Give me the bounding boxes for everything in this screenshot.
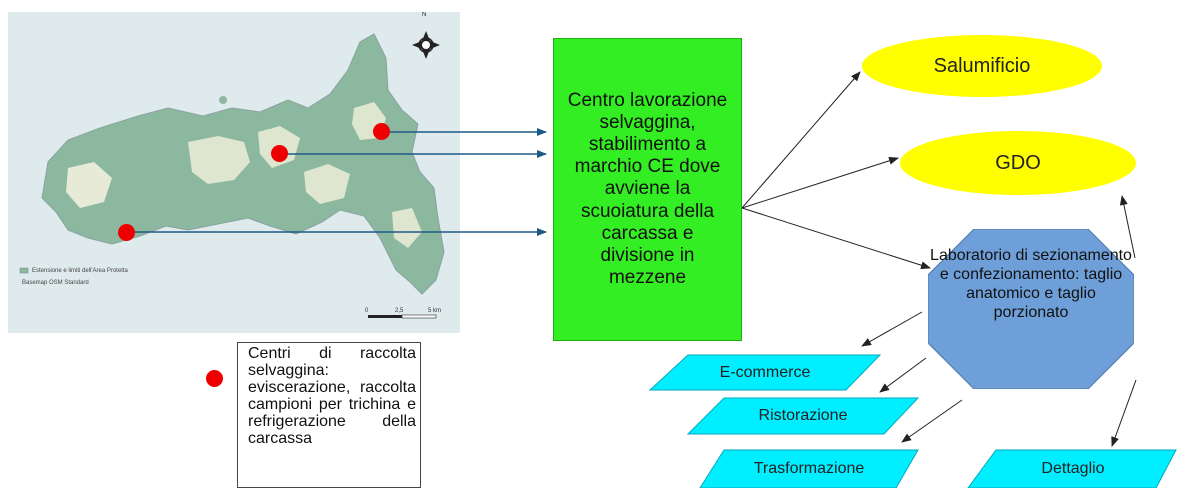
islet [265,119,275,129]
scale-bar [368,314,437,319]
processing-centre-box: Centro lavorazione selvaggina, stabilime… [553,38,742,341]
scale-tick-2: 5 km [428,308,442,314]
arrow-to-gdo [741,156,899,209]
urban-area [188,136,250,184]
laboratorio-label: Laboratorio di sezionamento e confeziona… [930,247,1132,321]
compass-north-label: N [422,12,427,18]
collection-legend-box: Centri di raccolta selvaggina: evisceraz… [237,342,421,488]
laboratorio-node: Laboratorio di sezionamento e confeziona… [928,229,1134,389]
urban-area [66,162,112,208]
ristorazione-shape [686,397,920,435]
ecommerce-label: E-commerce [719,364,811,381]
arrow-to-salumificio [741,71,861,209]
arrow-to-ecommerce [861,311,923,347]
urban-area [392,208,422,248]
collection-point-3 [118,224,135,241]
urban-area [304,164,350,204]
trasformazione-shape [699,449,919,488]
gdo-node: GDO [900,131,1136,195]
island-map-graphic [19,31,445,319]
collection-legend-text: Centri di raccolta selvaggina: evisceraz… [248,345,416,447]
octagon-shape [928,229,1134,389]
processing-centre-text: Centro lavorazione selvaggina, stabilime… [567,90,728,288]
scale-tick-0: 0 [365,308,369,314]
legend-swatch [19,267,29,274]
ristorazione-label: Ristorazione [758,407,848,424]
scale-tick-1: 2,5 [395,308,404,314]
arrow-to-laboratorio [741,207,931,270]
basemap-label: Basemap OSM Standard [22,280,89,286]
arrow-lab-to-gdo [1119,195,1136,259]
collection-point-2 [271,145,288,162]
legend-dot-icon [206,370,223,387]
collection-point-1 [373,123,390,140]
islet [219,96,227,104]
map-legend-item: Estensione e limiti dell'Area Protetta [32,268,128,274]
arrow-to-trasformazione [901,399,963,443]
trasformazione-label: Trasformazione [753,460,865,477]
salumificio-node: Salumificio [862,35,1102,97]
ecommerce-shape [648,354,882,391]
arrow-to-ristorazione [879,357,927,393]
gdo-label: GDO [995,151,1041,174]
dettaglio-label: Dettaglio [1041,460,1105,477]
compass-icon [412,31,440,59]
island-map: N Estensione e limiti dell'Area Protetta… [8,12,460,333]
arrow-to-dettaglio [1111,379,1137,447]
dettaglio-shape [967,449,1177,488]
salumificio-label: Salumificio [933,54,1031,77]
